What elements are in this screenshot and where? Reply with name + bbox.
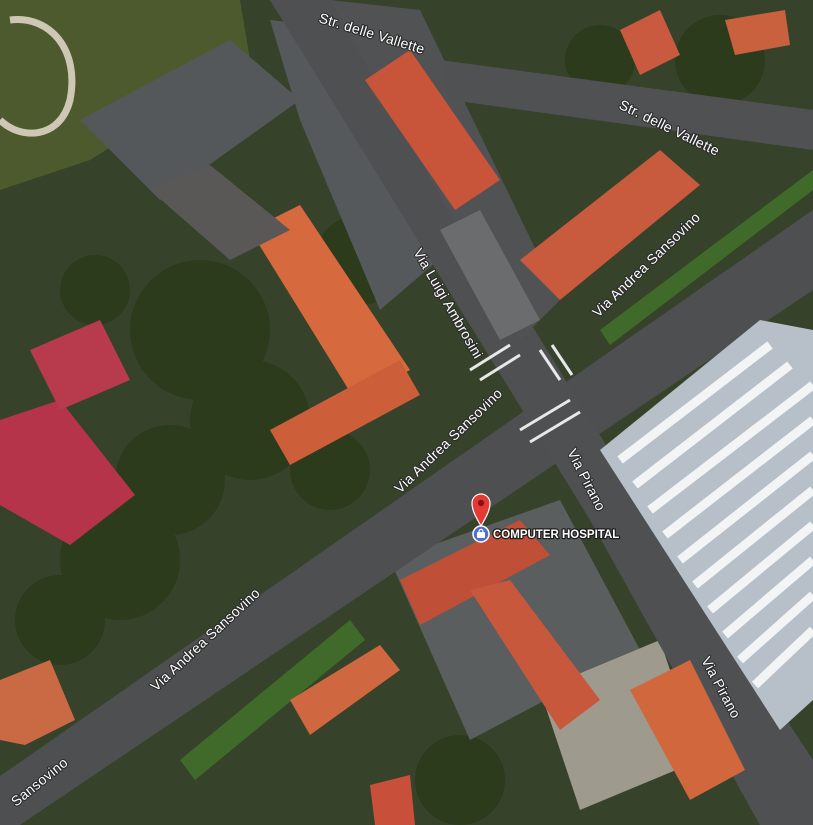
- building-roof: [270, 360, 420, 465]
- building-roof: [290, 645, 400, 735]
- parking-street-west: [270, 20, 450, 310]
- parking-lot-north: [80, 40, 300, 200]
- shopping-bag-handle: [478, 528, 484, 533]
- industrial-roof-stripes: [617, 341, 813, 689]
- map-pin-icon[interactable]: [471, 493, 491, 528]
- median-green: [180, 620, 365, 780]
- building-roof: [0, 400, 135, 545]
- road-via-andrea-sansovino: [0, 210, 813, 825]
- building-roof-gray: [440, 210, 540, 340]
- building-roof: [620, 10, 680, 75]
- place-marker-computer-hospital[interactable]: COMPUTER HOSPITAL: [471, 493, 621, 543]
- road-str-delle-vallette: [440, 60, 813, 150]
- building-roof: [630, 660, 745, 800]
- building-roof: [0, 660, 75, 745]
- building-roof-gray: [150, 165, 290, 260]
- building-roof: [365, 50, 500, 210]
- shopping-bag-glyph: [477, 532, 485, 538]
- park-path: [0, 16, 76, 137]
- building-roof: [370, 775, 415, 825]
- building-roof: [725, 10, 790, 55]
- crosswalks: [469, 343, 581, 444]
- building-roof: [520, 150, 700, 300]
- building-roof: [250, 205, 410, 400]
- buildings: [0, 10, 790, 825]
- map-pin-dot: [477, 499, 485, 507]
- tree-canopy: [15, 15, 765, 825]
- place-label-computer-hospital[interactable]: COMPUTER HOSPITAL: [492, 528, 621, 543]
- building-roof: [470, 580, 600, 730]
- road-via-pirano: [270, 0, 813, 825]
- building-roof: [30, 320, 130, 410]
- building-roof: [400, 520, 550, 625]
- median-green-ne: [600, 170, 813, 345]
